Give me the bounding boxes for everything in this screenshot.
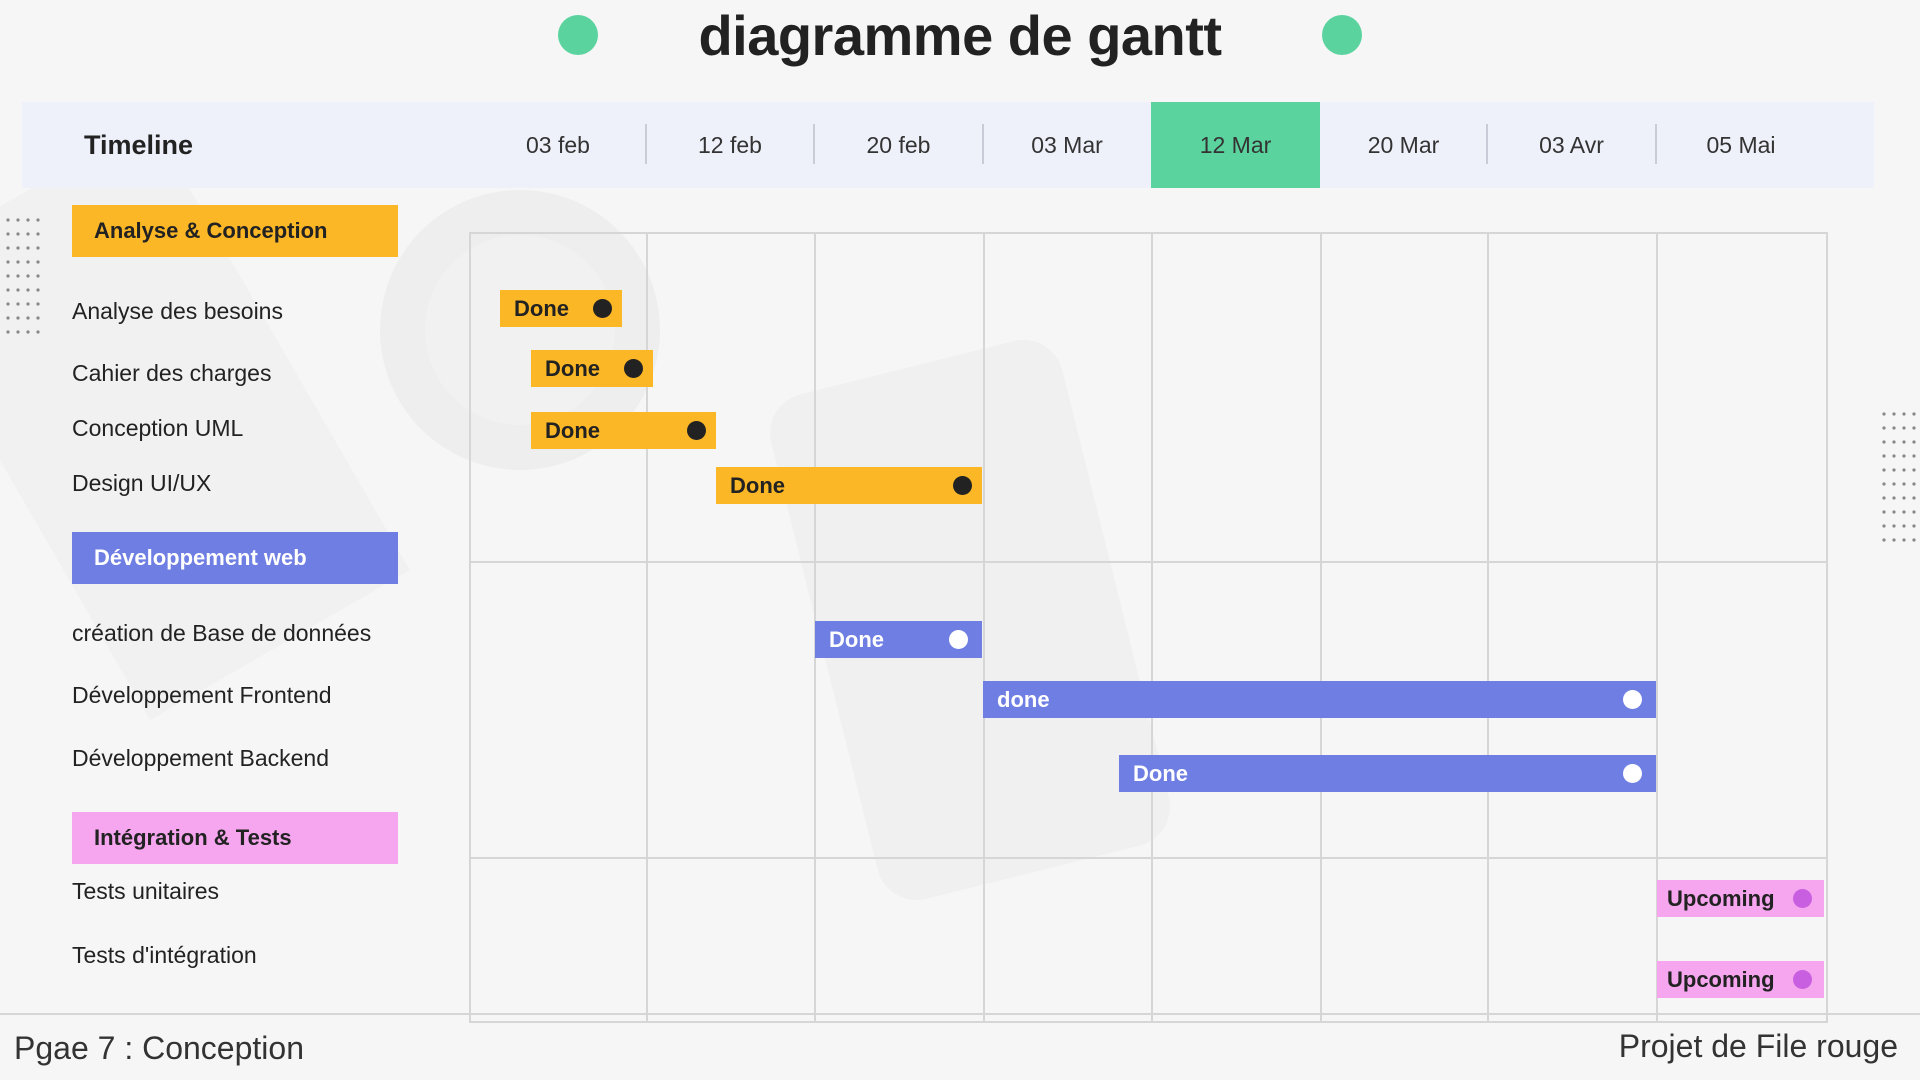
task-status-label: Done: [1133, 761, 1188, 786]
dot-pattern-left: [6, 218, 40, 334]
status-dot-icon: [953, 476, 972, 495]
task-bar[interactable]: Done: [500, 290, 622, 327]
timeline-date: 12 feb: [698, 132, 762, 158]
timeline-date: 03 Avr: [1539, 132, 1604, 158]
task-label: Développement Backend: [72, 745, 329, 771]
timeline-date: 03 Mar: [1031, 132, 1103, 158]
status-dot-icon: [1793, 889, 1812, 908]
task-label: Cahier des charges: [72, 360, 272, 386]
timeline-separator: [1655, 124, 1657, 164]
timeline-date: 20 Mar: [1367, 132, 1440, 158]
task-bar[interactable]: Upcoming: [1657, 880, 1824, 917]
status-dot-icon: [1793, 970, 1812, 989]
section-label: Intégration & Tests: [72, 812, 398, 864]
task-status-label: done: [997, 687, 1050, 712]
timeline-separator: [813, 124, 815, 164]
status-dot-icon: [949, 630, 968, 649]
task-label: Tests d'intégration: [72, 942, 257, 968]
status-dot-icon: [624, 359, 643, 378]
task-label: Analyse des besoins: [72, 298, 283, 324]
task-status-label: Done: [514, 296, 569, 321]
grid-column-line: [1151, 232, 1153, 1023]
timeline-date: 12 Mar: [1151, 102, 1320, 188]
task-label: création de Base de données: [72, 620, 372, 646]
grid-column-line: [646, 232, 648, 1023]
task-bar[interactable]: Done: [531, 412, 716, 449]
grid-column-line: [1487, 232, 1489, 1023]
task-status-label: Done: [829, 627, 884, 652]
task-label: Conception UML: [72, 415, 244, 441]
footer-divider: [0, 1013, 1920, 1015]
task-status-label: Done: [545, 418, 600, 443]
timeline-header: [22, 102, 1874, 188]
task-status-label: Done: [730, 473, 785, 498]
timeline-separator: [645, 124, 647, 164]
title-area: diagramme de gantt: [0, 0, 1920, 70]
timeline-date: 03 feb: [526, 132, 590, 158]
grid-section-line: [469, 857, 1828, 859]
timeline-separator: [982, 124, 984, 164]
task-bar[interactable]: Done: [815, 621, 982, 658]
footer-project-label: Projet de File rouge: [1618, 1028, 1898, 1064]
task-bar[interactable]: done: [983, 681, 1656, 718]
page-title: diagramme de gantt: [698, 3, 1222, 67]
task-bar[interactable]: Done: [1119, 755, 1656, 792]
dot-pattern-right: [1882, 412, 1916, 542]
grid-column-line: [1656, 232, 1658, 1023]
task-label: Design UI/UX: [72, 470, 212, 496]
title-dot-right: [1321, 15, 1362, 55]
timeline-separator: [1486, 124, 1488, 164]
grid-column-line: [983, 232, 985, 1023]
task-label: Développement Frontend: [72, 682, 332, 708]
timeline-date: 05 Mai: [1706, 132, 1776, 158]
task-status-label: Done: [545, 356, 600, 381]
task-status-label: Upcoming: [1667, 967, 1775, 992]
timeline-label: Timeline: [84, 130, 194, 160]
section-label: Développement web: [72, 532, 398, 584]
task-bar[interactable]: Upcoming: [1657, 961, 1824, 998]
task-bar[interactable]: Done: [716, 467, 982, 504]
status-dot-icon: [1623, 764, 1642, 783]
title-dot-left: [558, 15, 599, 55]
task-status-label: Upcoming: [1667, 886, 1775, 911]
task-label: Tests unitaires: [72, 878, 220, 904]
status-dot-icon: [687, 421, 706, 440]
grid-frame: [469, 232, 1828, 1023]
grid-column-line: [1320, 232, 1322, 1023]
footer-page-label: Pgae 7 : Conception: [14, 1030, 304, 1066]
status-dot-icon: [593, 299, 612, 318]
timeline-date: 20 feb: [866, 132, 931, 158]
task-bar[interactable]: Done: [531, 350, 653, 387]
status-dot-icon: [1623, 690, 1642, 709]
section-label: Analyse & Conception: [72, 205, 398, 257]
grid-section-line: [469, 561, 1828, 563]
